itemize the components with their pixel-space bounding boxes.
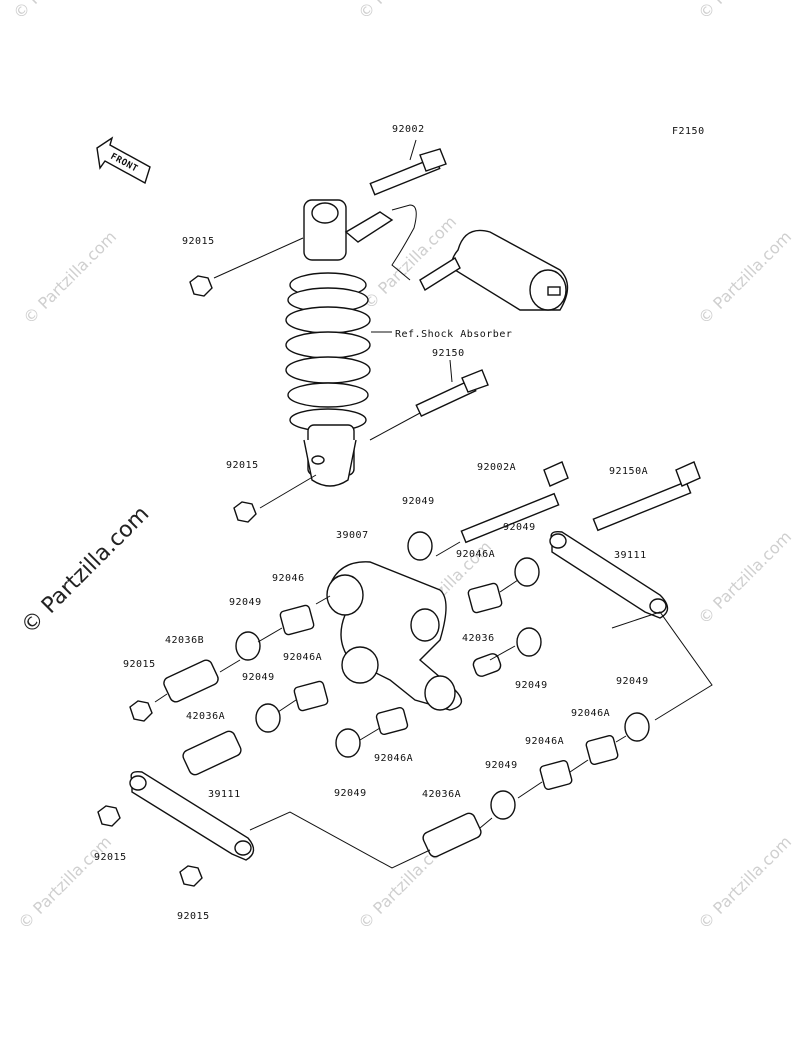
part-label: 92002A bbox=[477, 462, 516, 473]
part-label: 92049 bbox=[616, 676, 649, 687]
leader bbox=[449, 359, 453, 383]
collar-92049 bbox=[514, 557, 540, 587]
part-label: 92015 bbox=[226, 460, 259, 471]
collar-92049 bbox=[624, 712, 650, 742]
part-label: 92046 bbox=[272, 573, 305, 584]
part-label: 92049 bbox=[229, 597, 262, 608]
diagram-code: F2150 bbox=[672, 126, 705, 137]
part-label: 92049 bbox=[334, 788, 367, 799]
collar-92049 bbox=[516, 627, 542, 657]
leader-lines bbox=[154, 541, 713, 869]
part-label: 42036 bbox=[462, 633, 495, 644]
nut-92015-a bbox=[189, 275, 213, 297]
collar-92049 bbox=[407, 531, 433, 561]
part-label: 92015 bbox=[182, 236, 215, 247]
bearing-92046A bbox=[585, 734, 619, 766]
part-label: 92046A bbox=[283, 652, 322, 663]
nut-92015-b bbox=[233, 501, 257, 523]
collar-92049 bbox=[490, 790, 516, 820]
bearing-92046A bbox=[467, 582, 503, 614]
part-label: 92049 bbox=[515, 680, 548, 691]
part-label: 92049 bbox=[242, 672, 275, 683]
watermark: © Partzilla.com bbox=[14, 832, 115, 933]
front-arrow-icon: FRONT bbox=[96, 136, 151, 185]
part-label: 92015 bbox=[123, 659, 156, 670]
bearing-92046A bbox=[293, 680, 329, 712]
part-label: 92015 bbox=[177, 911, 210, 922]
part-label: 92049 bbox=[485, 760, 518, 771]
watermark: © Partzilla.com bbox=[354, 0, 455, 23]
bolt-92002 bbox=[369, 139, 447, 196]
part-label: 39111 bbox=[614, 550, 647, 561]
watermark-large: © Partzilla.com bbox=[17, 502, 155, 640]
bearing-92046 bbox=[279, 604, 315, 636]
nut-92015-d bbox=[97, 805, 121, 827]
watermarks: © Partzilla.com © Partzilla.com © Partzi… bbox=[9, 0, 795, 933]
nut-92015-e bbox=[179, 865, 203, 887]
watermark: © Partzilla.com bbox=[694, 227, 795, 328]
part-label: 92046A bbox=[456, 549, 495, 560]
bolt-92002A bbox=[460, 461, 569, 544]
collar-92049 bbox=[235, 631, 261, 661]
rocker-arm-39007 bbox=[326, 561, 463, 711]
part-label: 42036A bbox=[422, 789, 461, 800]
bolt-92150A bbox=[592, 461, 701, 532]
sleeve-42036A bbox=[422, 812, 482, 858]
watermark: © Partzilla.com bbox=[19, 227, 120, 328]
part-label: 92150 bbox=[432, 348, 465, 359]
part-label: 39111 bbox=[208, 789, 241, 800]
bolt-92150 bbox=[415, 369, 489, 418]
watermark: © Partzilla.com bbox=[694, 527, 795, 628]
bearing-92046A bbox=[375, 706, 409, 736]
ref-shock-absorber-label: Ref.Shock Absorber bbox=[395, 329, 512, 340]
part-label: 92150A bbox=[609, 466, 648, 477]
part-labels: 92002 92015 92150 92015 92002A 92150A 92… bbox=[94, 124, 649, 922]
part-label: 92049 bbox=[402, 496, 435, 507]
link-plate-39111-upper bbox=[549, 530, 669, 619]
shock-absorber bbox=[285, 199, 569, 487]
part-label: 92049 bbox=[503, 522, 536, 533]
part-label: 92046A bbox=[571, 708, 610, 719]
part-label: 92002 bbox=[392, 124, 425, 135]
part-label: 92046A bbox=[525, 736, 564, 747]
part-label: 42036A bbox=[186, 711, 225, 722]
sleeve-42036 bbox=[472, 653, 502, 677]
leader bbox=[213, 237, 304, 279]
part-label: 92015 bbox=[94, 852, 127, 863]
part-label: 39007 bbox=[336, 530, 369, 541]
part-label: 92046A bbox=[374, 753, 413, 764]
watermark: © Partzilla.com bbox=[694, 0, 795, 23]
bearing-92046A bbox=[539, 759, 573, 791]
collar-92049 bbox=[255, 703, 281, 733]
link-plate-39111-lower bbox=[129, 770, 255, 861]
leader bbox=[369, 412, 421, 441]
sleeve-42036B bbox=[163, 659, 219, 703]
leader bbox=[259, 474, 317, 509]
watermark: © Partzilla.com bbox=[9, 0, 110, 23]
sleeve-42036A bbox=[182, 730, 242, 776]
watermark: © Partzilla.com bbox=[694, 832, 795, 933]
collar-92049 bbox=[335, 728, 361, 758]
nut-92015-c bbox=[129, 700, 153, 722]
part-label: 42036B bbox=[165, 635, 204, 646]
